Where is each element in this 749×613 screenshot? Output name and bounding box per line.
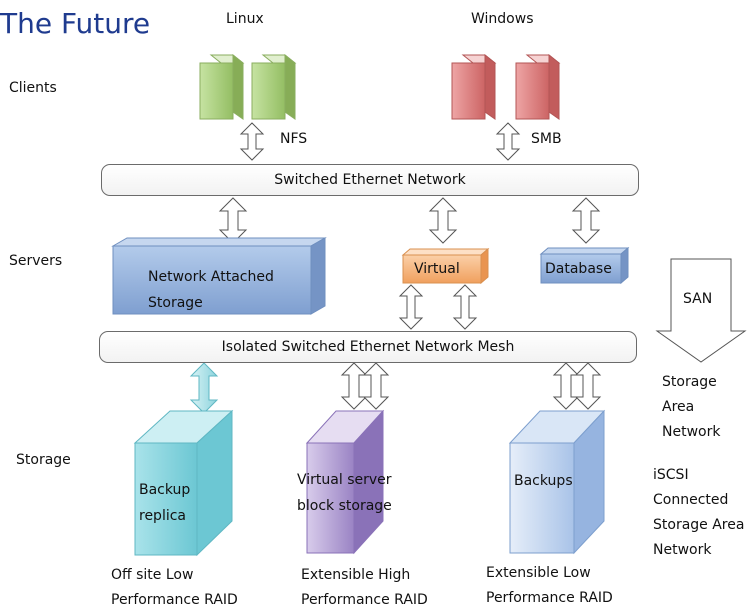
high-raid-line1: Extensible High (301, 567, 411, 583)
isolated-ethernet-mesh: Isolated Switched Ethernet Network Mesh (99, 331, 637, 363)
backup-replica-line2: replica (139, 508, 187, 524)
backups-unit (508, 409, 606, 555)
nas-link-arrow (218, 197, 248, 244)
nfs-label: NFS (280, 131, 308, 147)
virtual-block-line2: block storage (297, 498, 392, 514)
virtual-link-arrow (428, 197, 458, 244)
iscsi-line1: iSCSI (653, 467, 689, 483)
linux-client-2 (251, 53, 297, 120)
nfs-arrow (239, 122, 265, 161)
iscsi-description: iSCSI Connected Storage Area Network (653, 463, 744, 563)
clients-tier-label: Clients (9, 80, 57, 96)
virtual-block-arrow-2 (362, 362, 390, 410)
windows-client-2 (515, 53, 561, 120)
san-description: Storage Area Network (662, 370, 720, 445)
nas-label-line2: Storage (148, 295, 203, 311)
virtual-block-storage-unit (305, 409, 385, 555)
high-raid-line2: Performance RAID (301, 592, 428, 608)
linux-label: Linux (226, 11, 264, 27)
storage-tier-label: Storage (16, 452, 71, 468)
isolated-mesh-label: Isolated Switched Ethernet Network Mesh (221, 339, 515, 355)
san-arrow (655, 258, 747, 363)
san-desc-line1: Storage (662, 374, 717, 390)
nas-label-line1: Network Attached (148, 269, 274, 285)
switched-ethernet-network: Switched Ethernet Network (101, 164, 639, 196)
linux-client-1 (199, 53, 245, 120)
virtual-block-storage-label: Virtual server block storage (297, 467, 392, 519)
servers-tier-label: Servers (9, 253, 63, 269)
offsite-raid-caption: Off site Low Performance RAID (111, 563, 238, 613)
low-raid-caption: Extensible Low Performance RAID (486, 561, 613, 611)
offsite-raid-line2: Performance RAID (111, 592, 238, 608)
switched-network-label: Switched Ethernet Network (274, 172, 466, 188)
backups-arrow-2 (574, 362, 602, 410)
database-label: Database (545, 261, 612, 277)
virtual-mesh-arrow-2 (452, 284, 478, 330)
iscsi-line4: Network (653, 542, 712, 558)
san-desc-line3: Network (662, 424, 721, 440)
backup-replica-arrow (189, 362, 219, 414)
san-desc-line2: Area (662, 399, 695, 415)
backups-label: Backups (514, 473, 573, 489)
high-raid-caption: Extensible High Performance RAID (301, 563, 428, 613)
iscsi-line3: Storage Area (653, 517, 745, 533)
windows-label: Windows (471, 11, 534, 27)
virtual-block-arrow-1 (340, 362, 368, 410)
backup-replica-line1: Backup (139, 482, 191, 498)
san-label: SAN (683, 291, 713, 307)
backup-replica-label: Backup replica (139, 477, 190, 529)
virtual-mesh-arrow-1 (398, 284, 424, 330)
page-title: The Future (0, 7, 151, 40)
low-raid-line2: Performance RAID (486, 590, 613, 606)
virtual-label: Virtual (414, 261, 460, 277)
nas-label: Network Attached Storage (148, 264, 274, 316)
low-raid-line1: Extensible Low (486, 565, 591, 581)
smb-arrow (495, 122, 521, 161)
nas-box (111, 237, 327, 315)
virtual-server-box (401, 247, 490, 285)
smb-label: SMB (531, 131, 562, 147)
backup-replica-unit (133, 409, 234, 557)
virtual-block-line1: Virtual server (297, 472, 392, 488)
windows-client-1 (451, 53, 497, 120)
backups-arrow-1 (552, 362, 580, 410)
offsite-raid-line1: Off site Low (111, 567, 194, 583)
database-link-arrow (571, 197, 601, 244)
iscsi-line2: Connected (653, 492, 729, 508)
database-box (539, 246, 630, 285)
